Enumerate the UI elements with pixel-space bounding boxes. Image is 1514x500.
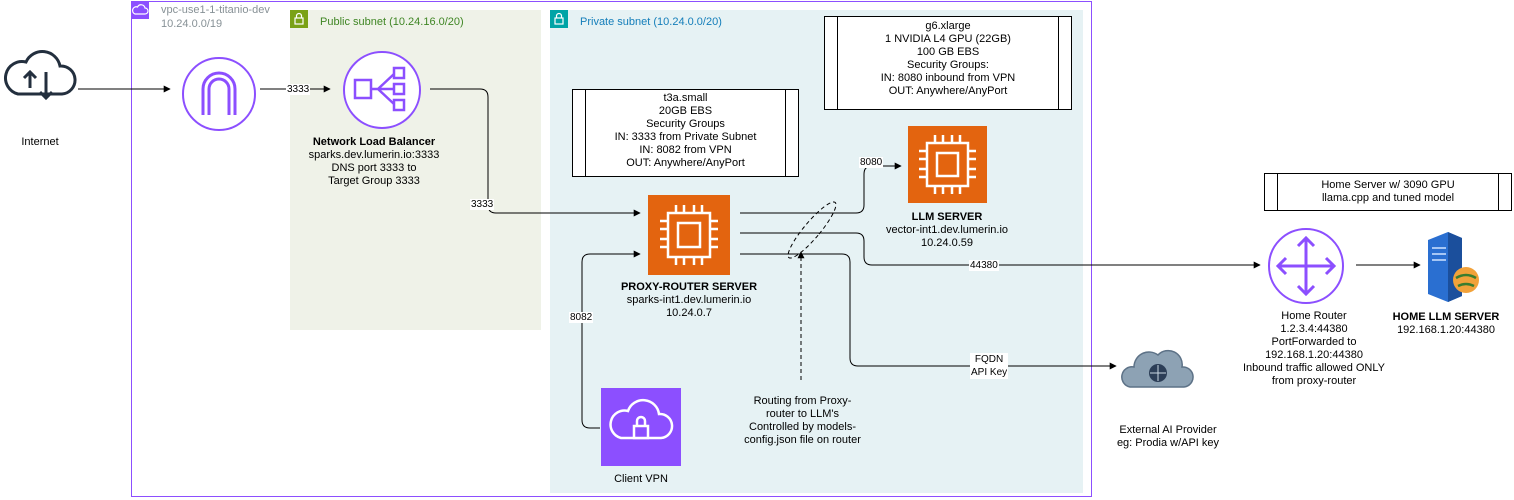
edge-label-nlb-proxy: 3333 [470, 199, 495, 210]
nlb-title: Network Load Balancer [312, 136, 436, 148]
nlb-description: Network Load Balancer sparks.dev.lumerin… [294, 136, 454, 188]
edge-proxy-external [740, 253, 1117, 370]
edge-label-proxy-home: 44380 [969, 260, 999, 271]
llm-server-title: LLM SERVER [911, 211, 983, 223]
vpc-boundary [131, 1, 1092, 497]
vpc-cloud-icon [131, 1, 149, 19]
routing-note: Routing from Proxy-router to LLM's Contr… [744, 395, 861, 446]
network-load-balancer-icon [338, 50, 426, 135]
proxy-router-title: PROXY-ROUTER SERVER [620, 281, 758, 293]
edge-vpn-proxy [581, 250, 641, 429]
external-ai-cloud-icon [1118, 345, 1198, 400]
proxy-router-description: PROXY-ROUTER SERVER sparks-int1.dev.lume… [600, 281, 778, 320]
home-router-label: Home Router [1281, 310, 1347, 322]
edge-label-proxy-llm: 8080 [859, 157, 884, 168]
home-router-icon [1266, 226, 1346, 311]
public-subnet [290, 10, 541, 330]
client-vpn-icon [601, 388, 681, 466]
private-subnet-title: Private subnet (10.24.0.0/20) [580, 16, 722, 28]
client-vpn-label: Client VPN [614, 473, 668, 485]
public-subnet-title: Public subnet (10.24.16.0/20) [320, 16, 464, 28]
home-llm-title: HOME LLM SERVER [1392, 311, 1500, 323]
edge-nlb-proxy [430, 88, 641, 217]
llm-server-chip-icon [908, 126, 987, 203]
home-llm-description: HOME LLM SERVER 192.168.1.20:44380 [1378, 311, 1514, 337]
internet-label: Internet [21, 136, 59, 148]
private-subnet-lock-icon [550, 10, 568, 28]
home-llm-server-icon [1422, 228, 1482, 309]
vpc-name: vpc-use1-1-titanio-dev [161, 4, 270, 16]
internet-gateway-icon [180, 55, 258, 138]
vpc-cidr: 10.24.0.0/19 [161, 18, 223, 30]
edge-proxy-home-router [740, 232, 1261, 269]
edge-label-internet-nlb: 3333 [286, 84, 311, 95]
public-subnet-lock-icon [290, 10, 308, 28]
proxy-router-chip-icon [648, 195, 730, 275]
edge-label-vpn-proxy: 8082 [569, 312, 594, 323]
internet-cloud-icon [0, 50, 80, 111]
routing-ellipse [787, 201, 837, 259]
